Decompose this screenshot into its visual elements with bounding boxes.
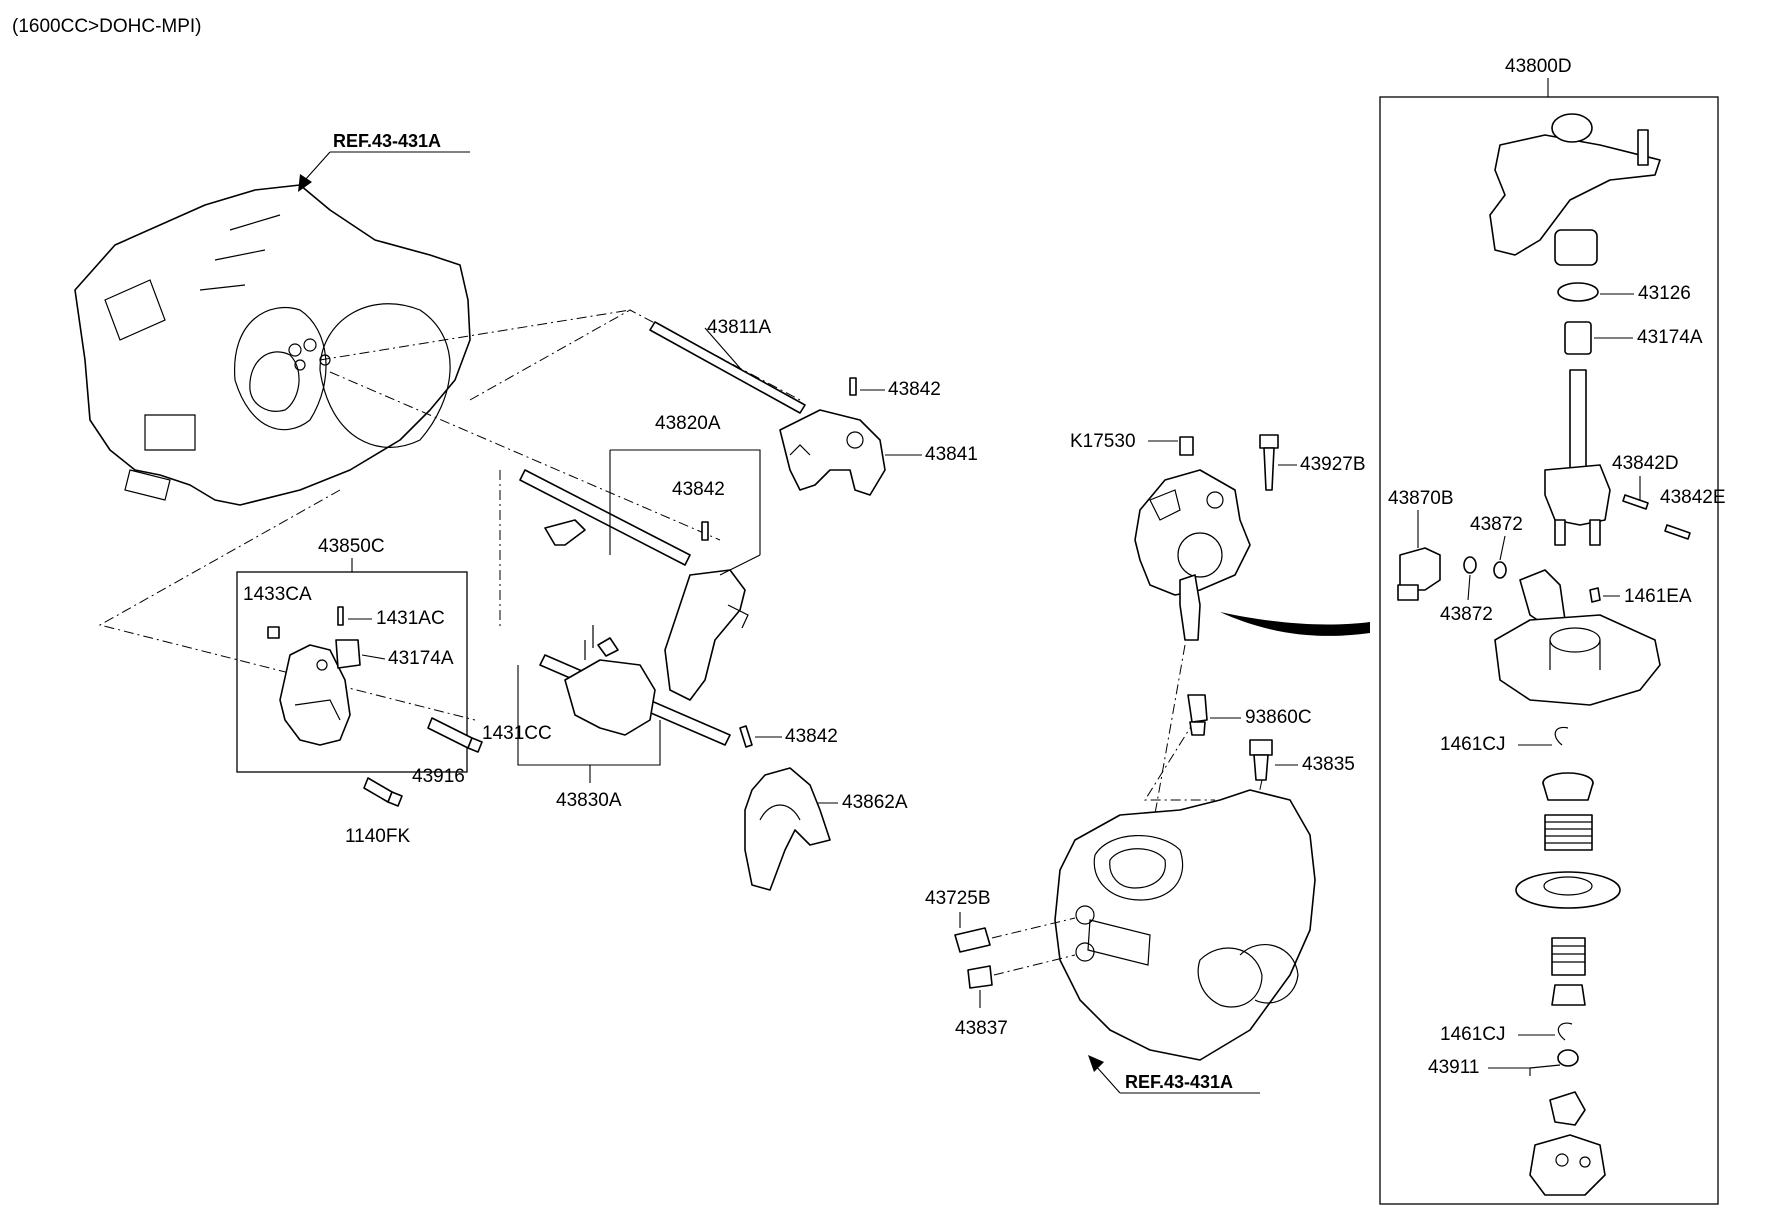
label-43911: 43911: [1428, 1057, 1479, 1078]
label-43174A-right: 43174A: [1637, 327, 1703, 348]
switch-93860C: [1187, 694, 1208, 736]
label-43842-middle: 43842: [672, 479, 725, 500]
label-1431AC: 1431AC: [376, 608, 445, 629]
bolt-43927B: [1259, 434, 1279, 491]
bolt-1140FK: [363, 777, 403, 807]
shift-fork-43862A: [744, 767, 831, 891]
pin-1431AC: [337, 606, 344, 626]
ref-arrow-bottom: [1088, 1055, 1104, 1072]
shift-rod-43811A: [649, 321, 806, 414]
label-1431CC: 1431CC: [482, 723, 552, 744]
plug-43835: [1249, 739, 1273, 781]
shift-rod-lug-43830A: [539, 625, 731, 746]
control-shaft: [1544, 369, 1611, 546]
bushing-43174A-left: [335, 639, 361, 669]
washer-43872-b: [1493, 561, 1507, 579]
bushing-43174A-right: [1564, 321, 1592, 355]
pin-43842-lower: [739, 725, 753, 748]
label-1461EA: 1461EA: [1624, 586, 1692, 607]
label-43850C: 43850C: [318, 536, 385, 557]
snap-ring-1461CJ-upper: [1554, 726, 1569, 746]
plug-43725B: [954, 927, 991, 953]
ref-label-top: REF.43-431A: [333, 131, 441, 151]
label-43872-bottom: 43872: [1440, 604, 1493, 625]
label-43126: 43126: [1638, 283, 1691, 304]
label-43841: 43841: [925, 444, 978, 465]
ref-label-bottom: REF.43-431A: [1125, 1072, 1233, 1092]
label-43800D: 43800D: [1505, 56, 1572, 77]
lever-43870B: [1397, 547, 1441, 601]
spring-43911: [1529, 1049, 1579, 1069]
cover-assembly: [1494, 569, 1661, 706]
washer-43872-a: [1463, 556, 1477, 574]
label-43820A: 43820A: [655, 413, 721, 434]
label-1433CA: 1433CA: [243, 584, 312, 605]
label-43835: 43835: [1302, 754, 1355, 775]
label-1140FK: 1140FK: [345, 826, 410, 847]
transmission-case-lower: [1054, 789, 1316, 1061]
label-43862A: 43862A: [842, 792, 908, 813]
pin-43842-top: [849, 377, 857, 396]
assembly-box-43800D: [1379, 96, 1719, 1205]
label-1461CJ-upper: 1461CJ: [1440, 734, 1506, 755]
label-43174A-left: 43174A: [388, 648, 454, 669]
bolt-43916: [427, 717, 483, 753]
snap-ring-1461CJ-lower: [1557, 1022, 1573, 1041]
label-43842D: 43842D: [1612, 453, 1679, 474]
shift-lever-bracket-43850C: [279, 644, 351, 746]
label-43870B: 43870B: [1388, 488, 1454, 509]
select-lever-top: [1489, 113, 1661, 266]
spring-stack: [1515, 772, 1621, 1006]
pin-43842-middle: [701, 521, 709, 541]
label-43811A: 43811A: [707, 317, 771, 338]
label-1461CJ-lower: 1461CJ: [1440, 1024, 1506, 1045]
label-43837: 43837: [955, 1018, 1008, 1039]
vent-plug-K17530: [1179, 436, 1194, 456]
clip-1461EA: [1589, 587, 1601, 603]
label-43927B: 43927B: [1300, 454, 1366, 475]
clutch-housing-case: [74, 184, 471, 506]
engine-spec-caption: (1600CC>DOHC-MPI): [12, 16, 202, 37]
shift-lug-43841: [779, 409, 886, 496]
label-43842E: 43842E: [1660, 487, 1726, 508]
label-K17530: K17530: [1070, 431, 1136, 452]
label-43842-top: 43842: [888, 379, 941, 400]
pin-43842D: [1622, 494, 1649, 510]
plug-43837: [967, 965, 993, 989]
oil-seal-43126: [1557, 282, 1599, 302]
assembly-pointer-arrow: [1220, 612, 1370, 636]
label-43725B: 43725B: [925, 888, 991, 909]
pin-43842E: [1664, 524, 1691, 540]
label-43916: 43916: [412, 766, 465, 787]
label-93860C: 93860C: [1245, 707, 1312, 728]
detent-bottom: [1529, 1091, 1606, 1196]
label-43830A: 43830A: [556, 790, 622, 811]
ref-arrow-top: [298, 174, 312, 192]
control-housing-upper: [1134, 469, 1251, 641]
shift-rod-fork-43820A: [519, 469, 749, 701]
label-43872-top: 43872: [1470, 514, 1523, 535]
label-43842-lower: 43842: [785, 726, 838, 747]
bushing-1433CA: [267, 626, 280, 639]
